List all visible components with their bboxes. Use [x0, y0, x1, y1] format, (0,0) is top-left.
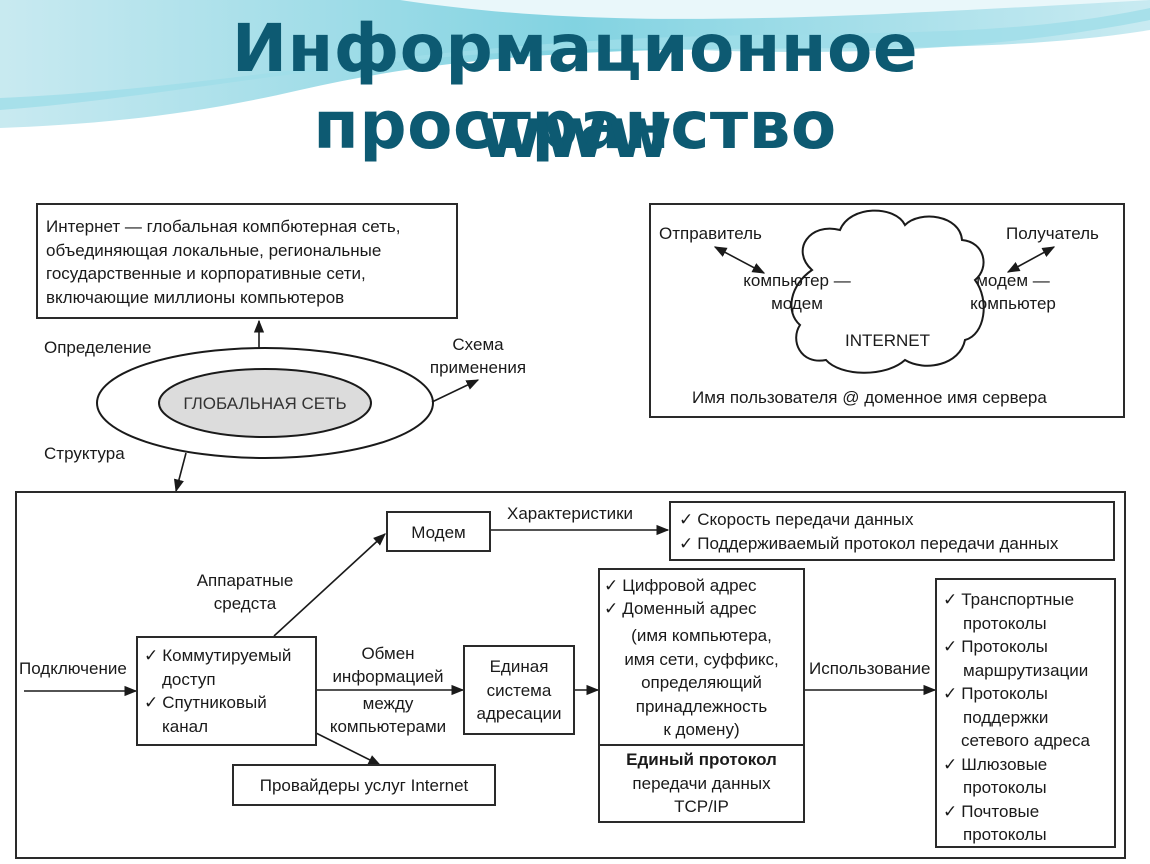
- access-item: Коммутируемый: [144, 644, 291, 668]
- cloud-left-text: компьютер — модем: [730, 269, 864, 315]
- label-definition: Определение: [44, 338, 152, 357]
- protocol-item: протоколы: [963, 825, 1047, 844]
- arrow-sender: [713, 246, 766, 274]
- access-types-box: Коммутируемый доступ Спутниковый канал: [136, 636, 317, 746]
- internet-cloud: [790, 209, 985, 374]
- label-exchange-line: компьютерами: [329, 717, 447, 736]
- protocol-title: Единый протокол: [626, 750, 777, 769]
- arrow-to-scheme: [431, 379, 480, 403]
- address-item: имя сети, суффикс,: [624, 649, 779, 669]
- protocol-item: Протоколы: [943, 682, 1090, 706]
- address-item: к домену): [663, 720, 740, 739]
- header-wave-decoration: [0, 0, 1150, 172]
- protocols-box: Транспортные протоколы Протоколы маршрут…: [935, 578, 1116, 848]
- arrow-receiver: [1006, 246, 1056, 273]
- characteristic-item: Скорость передачи данных: [679, 508, 1058, 532]
- access-item: доступ: [162, 669, 216, 689]
- label-characteristics: Характеристики: [507, 504, 634, 523]
- label-usage: Использование: [809, 659, 931, 678]
- internet-label: INTERNET: [845, 331, 930, 350]
- cloud-left-line: модем: [771, 294, 823, 313]
- protocol-item: Транспортные: [943, 588, 1090, 612]
- address-item: определяющий: [641, 673, 762, 692]
- sender-label: Отправитель: [659, 224, 762, 243]
- address-item: принадлежность: [635, 696, 768, 716]
- modem-box: Модем: [386, 511, 491, 552]
- label-connection: Подключение: [19, 659, 127, 678]
- label-hardware-line: Аппаратные: [196, 571, 294, 590]
- label-scheme: Схема применения: [420, 333, 536, 379]
- protocol-item: сетевого адреса: [961, 731, 1090, 750]
- scheme-box: [649, 203, 1125, 418]
- addressing-box: Единая система адресации: [463, 645, 575, 735]
- access-item: Спутниковый: [144, 691, 291, 715]
- cloud-left-line: компьютер —: [743, 271, 851, 290]
- page-title: Информационное пространство: [231, 10, 919, 164]
- arrow-to-modem: [273, 533, 386, 637]
- protocol-item: поддержки: [963, 707, 1049, 727]
- definition-line: Интернет — глобальная компбютерная сеть,: [46, 217, 401, 236]
- providers-box: Провайдеры услуг Internet: [232, 764, 496, 806]
- protocol-item: протоколы: [963, 778, 1047, 797]
- label-exchange-line: между: [362, 694, 414, 713]
- address-item: Доменный адрес: [604, 597, 756, 620]
- global-network-outer-ellipse: [96, 347, 434, 459]
- providers-label: Провайдеры услуг Internet: [259, 776, 469, 795]
- addressing-line: адресации: [476, 704, 562, 723]
- definition-line: государственные и корпоративные сети,: [46, 264, 366, 283]
- characteristics-box: Скорость передачи данных Поддерживаемый …: [669, 501, 1115, 561]
- addressing-line: Единая: [489, 657, 549, 676]
- label-scheme-line: применения: [429, 358, 527, 377]
- protocol-item: Почтовые: [943, 800, 1090, 824]
- arrow-to-providers: [315, 732, 382, 766]
- label-structure: Структура: [44, 444, 125, 463]
- protocol-item: Шлюзовые: [943, 753, 1090, 777]
- definition-box: Интернет — глобальная компбютерная сеть,…: [36, 203, 458, 319]
- page-subtitle: www: [477, 92, 672, 172]
- address-item: (имя компьютера,: [631, 626, 772, 645]
- protocol-line: передачи данных: [632, 773, 771, 793]
- cloud-right-line: модем —: [976, 271, 1050, 290]
- protocol-item: маршрутизации: [963, 660, 1089, 680]
- label-exchange-line: Обмен: [361, 644, 415, 663]
- address-divider: [600, 744, 803, 746]
- global-network-inner-ellipse: [158, 368, 372, 438]
- label-hardware-line: средста: [213, 594, 277, 613]
- protocol-item: протоколы: [963, 613, 1047, 633]
- slide-header: Информационное пространство www: [0, 0, 1150, 172]
- access-item: канал: [162, 716, 209, 736]
- label-hardware: Аппаратные средста: [170, 569, 320, 615]
- label-exchange-top: Обмен информацией: [316, 642, 460, 688]
- cloud-right-text: модем — компьютер: [958, 269, 1068, 315]
- addressing-line: система: [486, 680, 552, 700]
- modem-label: Модем: [411, 523, 466, 542]
- label-scheme-line: Схема: [452, 335, 504, 354]
- protocol-item: Протоколы: [943, 635, 1090, 659]
- label-exchange-bottom: между компьютерами: [316, 692, 460, 738]
- arrow-to-structure: [173, 452, 187, 493]
- characteristic-item: Поддерживаемый протокол передачи данных: [679, 532, 1058, 556]
- address-item: Цифровой адрес: [604, 574, 757, 597]
- email-format-label: Имя пользователя @ доменное имя сервера: [692, 388, 1047, 407]
- label-exchange-line: информацией: [332, 667, 444, 686]
- cloud-right-line: компьютер: [970, 294, 1056, 313]
- receiver-label: Получатель: [1006, 224, 1099, 243]
- definition-line: объединяющая локальные, региональные: [46, 240, 382, 260]
- global-network-label: ГЛОБАЛЬНАЯ СЕТЬ: [183, 394, 347, 413]
- structure-container: [15, 491, 1126, 859]
- definition-line: включающие миллионы компьютеров: [46, 287, 345, 307]
- address-box: Цифровой адрес Доменный адрес (имя компь…: [598, 568, 805, 823]
- protocol-line: TCP/IP: [674, 797, 729, 816]
